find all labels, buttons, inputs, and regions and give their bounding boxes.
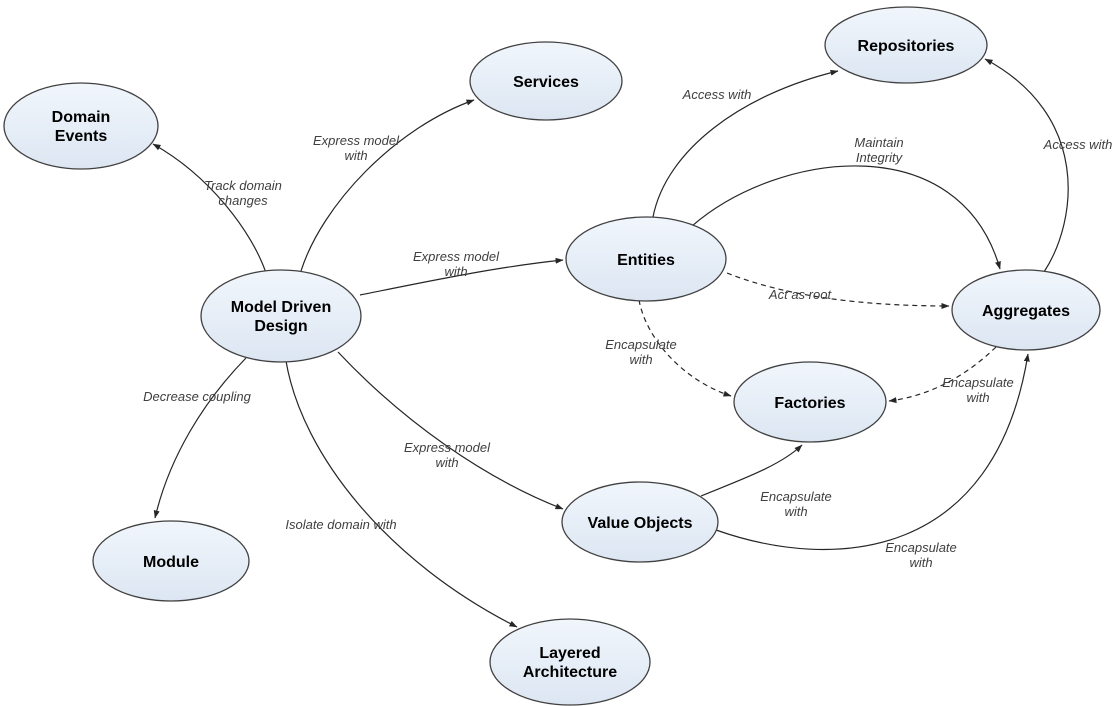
- edge-entities-access-with: Access with: [652, 69, 839, 218]
- node-label: Factories: [774, 395, 845, 412]
- edge-label: Isolate domain with: [285, 517, 396, 532]
- node-shape: [92, 520, 250, 602]
- node-label: Domain: [52, 109, 111, 126]
- node-value-objects: Value Objects: [561, 481, 719, 563]
- edge-line: [888, 346, 997, 404]
- node-factories: Factories: [733, 361, 887, 443]
- node-shape: [469, 41, 623, 121]
- edge-line: [153, 357, 247, 519]
- node-label: Layered: [539, 645, 600, 662]
- node-label: Module: [143, 554, 199, 571]
- edge-label: Encapsulate: [760, 489, 832, 504]
- edge-line: [337, 351, 564, 510]
- edge-line: [300, 99, 475, 272]
- node-label: Events: [55, 128, 108, 145]
- node-services: Services: [469, 41, 623, 121]
- edge-line: [691, 165, 1001, 270]
- edge-value-objects-encapsulate-aggregates: Encapsulate with: [715, 353, 1030, 570]
- edge-label: Express model: [404, 440, 491, 455]
- node-label: Services: [513, 74, 579, 91]
- edge-line: [359, 257, 564, 296]
- edge-act-as-root: Act as root: [726, 272, 950, 309]
- node-label: Value Objects: [588, 515, 693, 532]
- edge-line: [715, 353, 1030, 550]
- node-repositories: Repositories: [824, 6, 988, 84]
- node-shape: [951, 269, 1101, 351]
- edge-line: [152, 143, 267, 274]
- node-layered-architecture: Layered Architecture: [489, 618, 651, 706]
- node-shape: [565, 216, 727, 302]
- edge-express-model-value-objects: Express model with: [337, 351, 564, 510]
- node-shape: [561, 481, 719, 563]
- edge-label: Decrease coupling: [143, 389, 251, 404]
- edge-aggregates-encapsulate-with: Encapsulate with: [888, 346, 1014, 405]
- edge-isolate-domain-with: Isolate domain with: [285, 360, 518, 628]
- node-shape: [3, 82, 159, 170]
- node-label: Model Driven: [231, 299, 331, 316]
- edge-label: with: [435, 455, 458, 470]
- edge-label: with: [966, 390, 989, 405]
- node-shape: [824, 6, 988, 84]
- edge-label: changes: [218, 193, 268, 208]
- node-domain-events: Domain Events: [3, 82, 159, 170]
- node-label: Architecture: [523, 664, 617, 681]
- node-shape: [489, 618, 651, 706]
- edge-label: Access with: [682, 87, 752, 102]
- node-label: Repositories: [858, 38, 955, 55]
- edge-line: [700, 444, 803, 497]
- edge-label: with: [444, 264, 467, 279]
- edge-line: [638, 299, 732, 397]
- edge-label: Act as root: [768, 287, 833, 302]
- edge-aggregates-access-with: Access with: [984, 58, 1113, 273]
- node-shape: [200, 269, 362, 363]
- edge-label: Encapsulate: [942, 375, 1014, 390]
- node-entities: Entities: [565, 216, 727, 302]
- node-shape: [733, 361, 887, 443]
- edge-line: [285, 360, 518, 628]
- edge-track-domain-changes: Track domain changes: [152, 143, 282, 274]
- edge-label: Access with: [1043, 137, 1113, 152]
- edge-line: [984, 58, 1069, 273]
- edge-label: with: [784, 504, 807, 519]
- node-aggregates: Aggregates: [951, 269, 1101, 351]
- edge-express-model-services: Express model with: [300, 99, 475, 272]
- edge-entities-encapsulate-with: Encapsulate with: [605, 299, 732, 397]
- edge-value-objects-encapsulate-factories: Encapsulate with: [700, 444, 832, 519]
- edge-line: [652, 69, 839, 218]
- edge-label: with: [629, 352, 652, 367]
- edge-label: Track domain: [204, 178, 282, 193]
- node-module: Module: [92, 520, 250, 602]
- edge-label: Express model: [413, 249, 500, 264]
- edge-label: Express model: [313, 133, 400, 148]
- edge-express-model-entities: Express model with: [359, 249, 564, 296]
- edge-label: with: [344, 148, 367, 163]
- edge-label: Encapsulate: [885, 540, 957, 555]
- edge-label: Encapsulate: [605, 337, 677, 352]
- edge-label: Maintain: [854, 135, 903, 150]
- edge-maintain-integrity: Maintain Integrity: [691, 135, 1001, 270]
- edge-label: Integrity: [856, 150, 904, 165]
- edge-label: with: [909, 555, 932, 570]
- node-label: Entities: [617, 252, 675, 269]
- edge-line: [726, 272, 950, 309]
- edges-layer: Track domain changes Express model with …: [143, 58, 1113, 628]
- node-label: Aggregates: [982, 303, 1070, 320]
- node-label: Design: [254, 318, 307, 335]
- node-model-driven-design: Model Driven Design: [200, 269, 362, 363]
- edge-decrease-coupling: Decrease coupling: [143, 357, 252, 519]
- nodes-layer: Domain Events Services Repositories Enti…: [3, 6, 1101, 706]
